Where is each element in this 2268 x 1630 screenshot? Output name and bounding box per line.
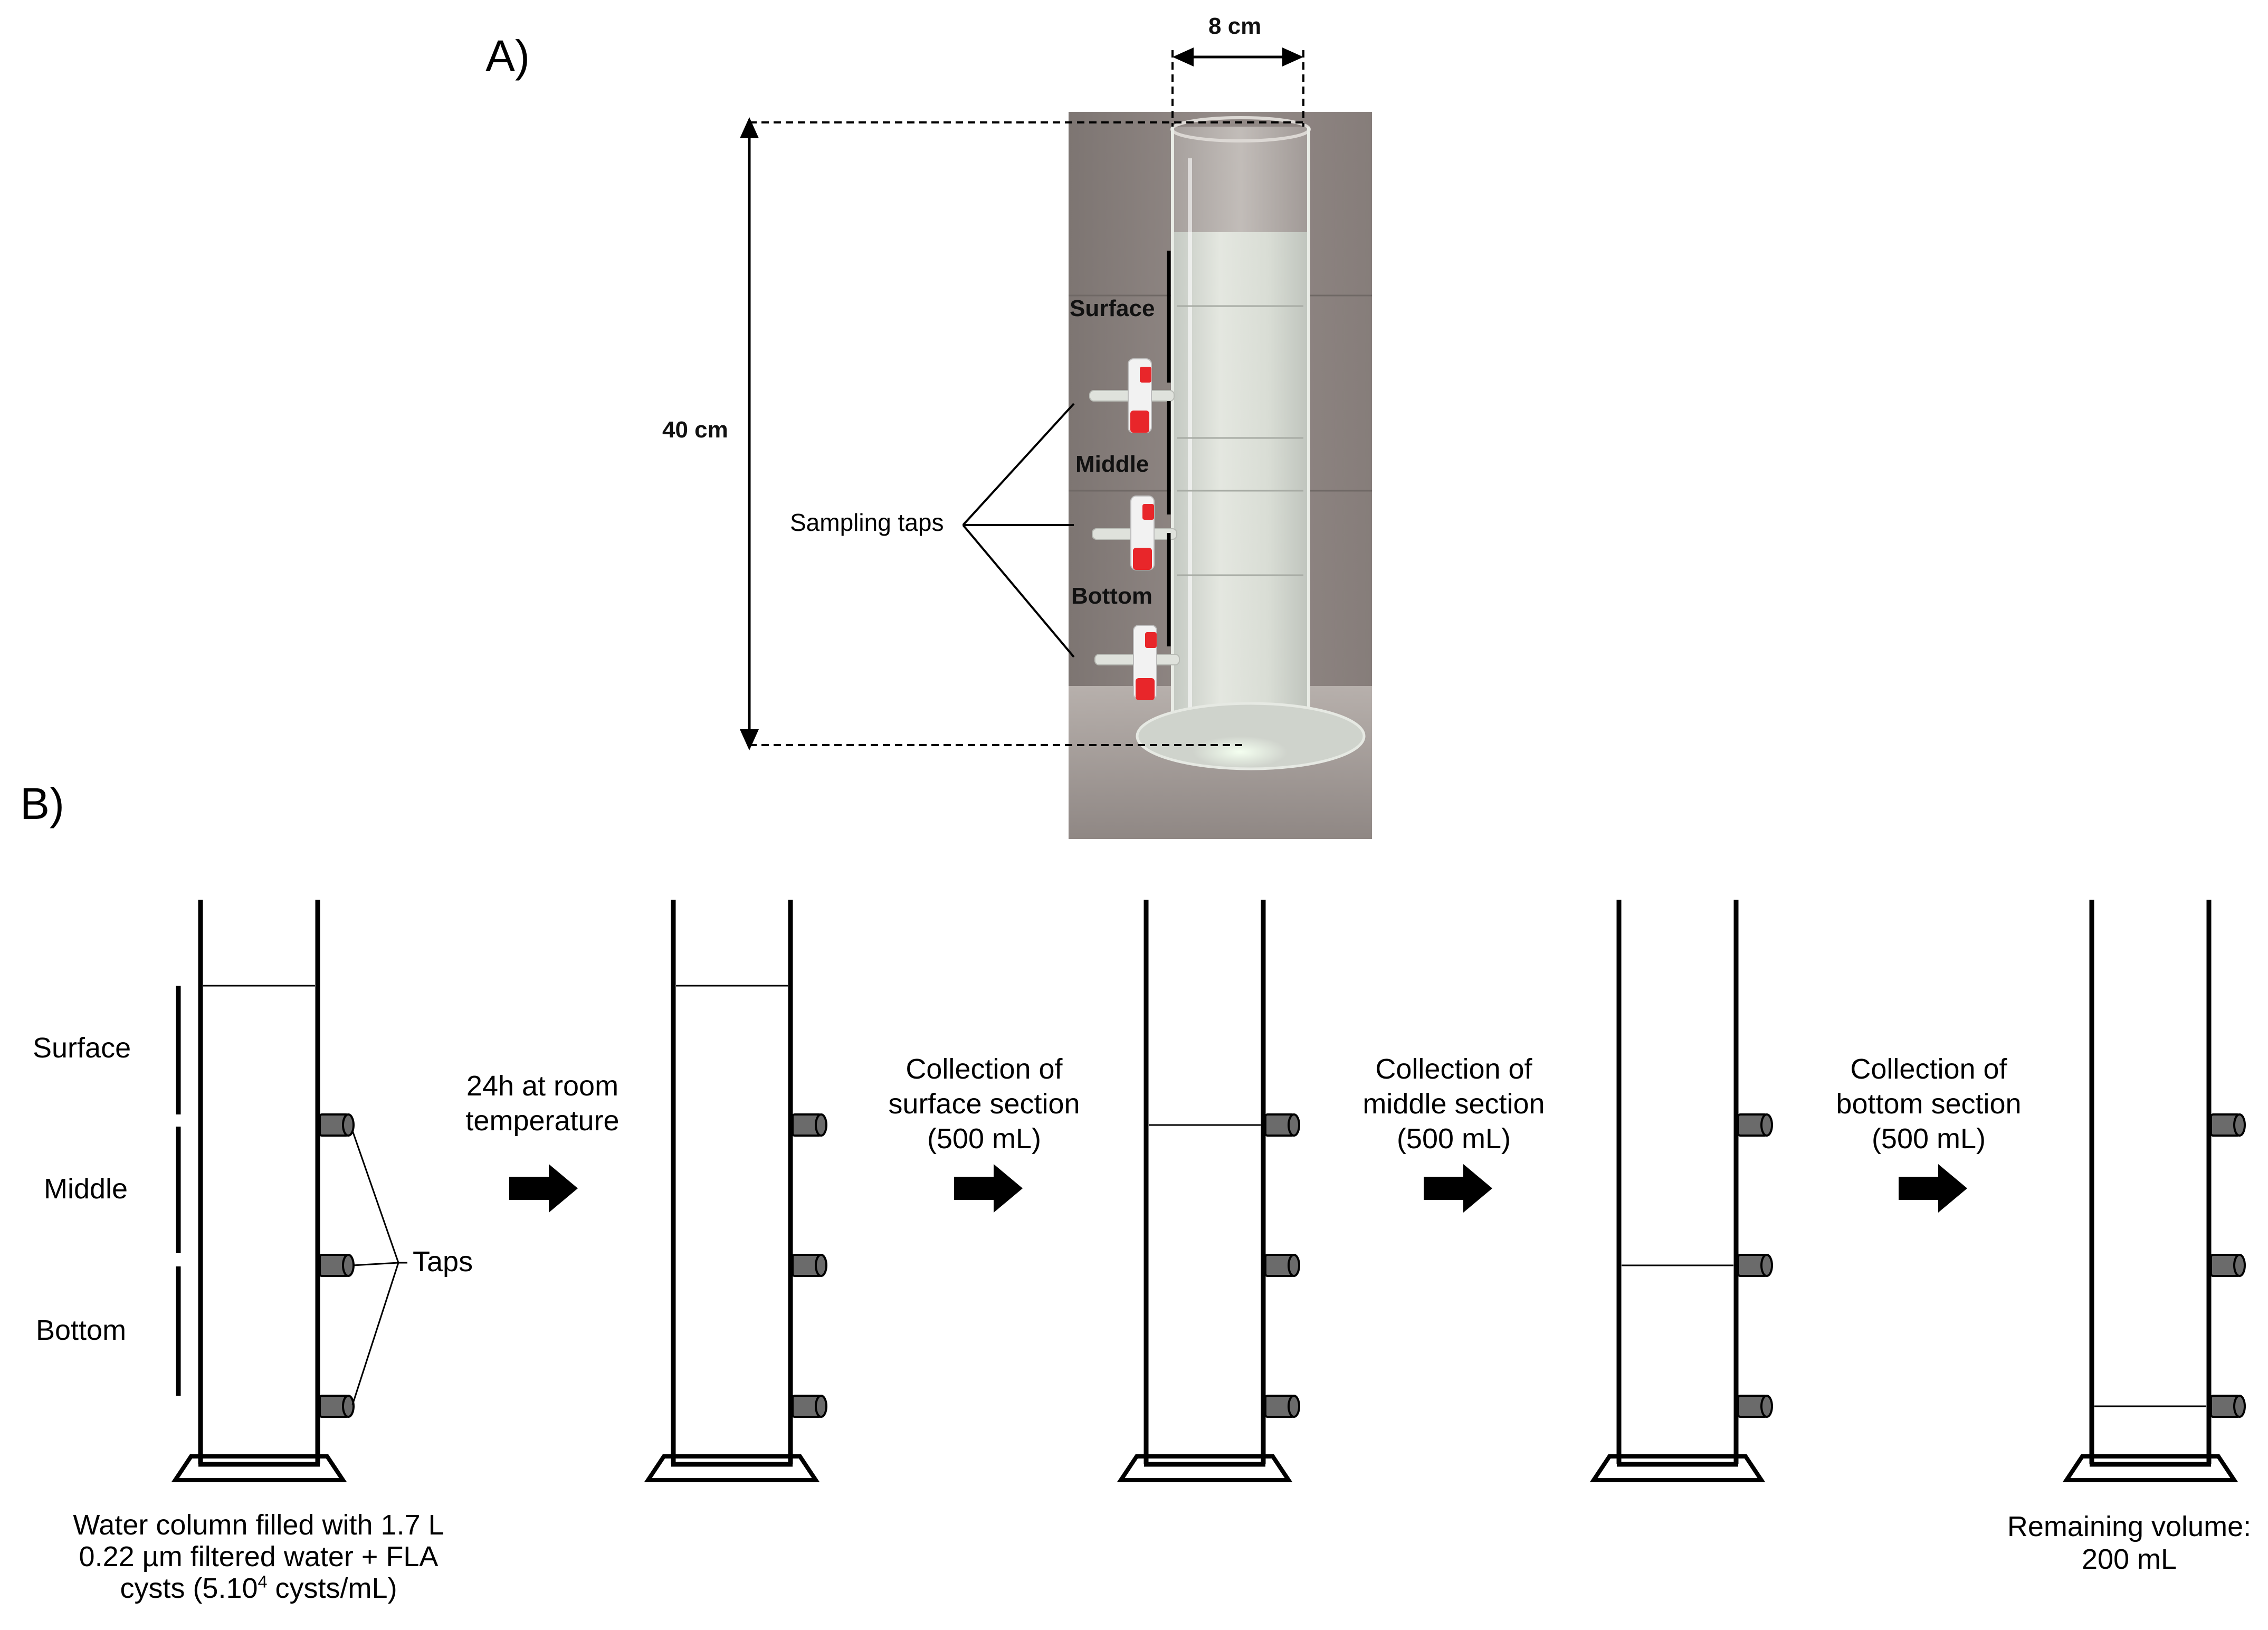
surface-label: Surface	[33, 1032, 131, 1064]
tap-icon	[792, 1113, 827, 1137]
right-arrow-icon	[1424, 1164, 1492, 1213]
water-column	[171, 900, 355, 1482]
right-arrow-icon	[954, 1164, 1023, 1213]
water-column	[644, 900, 827, 1482]
tap-icon	[1264, 1395, 1300, 1418]
caption-line: cysts (5.104 cysts/mL)	[37, 1572, 480, 1604]
remaining-volume-caption: Remaining volume: 200 mL	[2007, 1511, 2252, 1575]
middle-label: Middle	[44, 1173, 128, 1205]
tap-icon	[2210, 1113, 2246, 1137]
arrow-step-label: Collection of surface section (500 mL)	[888, 1053, 1080, 1155]
caption-text: cysts/mL)	[267, 1572, 397, 1604]
right-arrow-icon	[509, 1164, 578, 1213]
water-column	[1589, 900, 1773, 1482]
water-column	[1117, 900, 1300, 1482]
photo-glass-upper	[1173, 127, 1309, 232]
tap-icon	[319, 1254, 355, 1277]
tap-icon	[1737, 1254, 1773, 1277]
height-dimension	[740, 117, 1303, 750]
caption-exponent: 4	[258, 1572, 268, 1591]
arrow-step-label: 24h at room temperature	[465, 1070, 620, 1137]
columns-layer	[171, 900, 2246, 1482]
photo-tap	[1089, 358, 1175, 433]
tap-icon	[1264, 1113, 1300, 1137]
arrows-layer	[509, 1164, 1967, 1213]
sampling-taps-callout-lines	[962, 403, 1075, 658]
tap-icon	[1737, 1395, 1773, 1418]
width-label: 8 cm	[1208, 13, 1262, 39]
tap-icon	[2210, 1254, 2246, 1277]
tap-icon	[1737, 1113, 1773, 1137]
width-dimension	[1171, 47, 1304, 127]
photo-cylinder	[1069, 112, 1372, 839]
photo-surface-label: Surface	[1070, 296, 1155, 321]
panel-b-label: B)	[20, 779, 64, 828]
photo-middle-label: Middle	[1075, 451, 1149, 477]
tap-icon	[319, 1113, 355, 1137]
caption-text: cysts (5.10	[120, 1572, 258, 1604]
tap-icon	[2210, 1395, 2246, 1418]
water-column	[2062, 900, 2246, 1482]
photo-tap	[1094, 625, 1180, 700]
initial-state-caption: Water column filled with 1.7 L 0.22 µm f…	[37, 1509, 480, 1604]
height-label: 40 cm	[662, 417, 728, 443]
photo-liquid	[1173, 232, 1309, 728]
taps-callout-lines	[351, 1130, 407, 1405]
tap-icon	[792, 1254, 827, 1277]
panel-a-label: A)	[485, 31, 530, 81]
bottom-label: Bottom	[36, 1314, 127, 1346]
sampling-taps-label: Sampling taps	[790, 509, 944, 536]
column-base	[1589, 1454, 1766, 1482]
column-base	[171, 1454, 347, 1482]
photo-bottom-label: Bottom	[1071, 583, 1152, 609]
tap-icon	[1264, 1254, 1300, 1277]
caption-line: 0.22 µm filtered water + FLA	[79, 1541, 439, 1572]
taps-label: Taps	[413, 1246, 473, 1278]
column-base	[1117, 1454, 1293, 1482]
tap-icon	[319, 1395, 355, 1418]
caption-line: Water column filled with 1.7 L	[73, 1509, 444, 1541]
right-arrow-icon	[1899, 1164, 1967, 1213]
arrow-step-label: Collection of bottom section (500 mL)	[1836, 1053, 2022, 1155]
arrow-step-label: Collection of middle section (500 mL)	[1362, 1053, 1545, 1155]
column-base	[644, 1454, 820, 1482]
photo-tap	[1092, 495, 1177, 570]
tap-icon	[792, 1395, 827, 1418]
column-base	[2062, 1454, 2238, 1482]
